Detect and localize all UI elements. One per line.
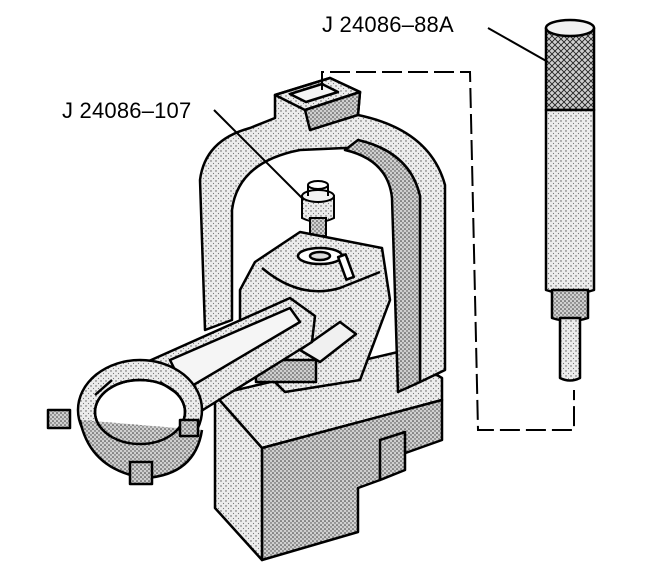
pin-adapter-label: J 24086–107 bbox=[62, 98, 192, 123]
remover-tool bbox=[544, 18, 596, 382]
press-frame bbox=[198, 76, 447, 394]
leader-line-adapter bbox=[213, 109, 305, 201]
fixture-base bbox=[213, 350, 444, 562]
connecting-rod bbox=[46, 296, 317, 486]
leader-line-tool bbox=[487, 27, 549, 63]
remover-tool-label: J 24086–88A bbox=[322, 12, 454, 37]
pin-adapter bbox=[301, 180, 335, 255]
alignment-line bbox=[321, 71, 575, 431]
